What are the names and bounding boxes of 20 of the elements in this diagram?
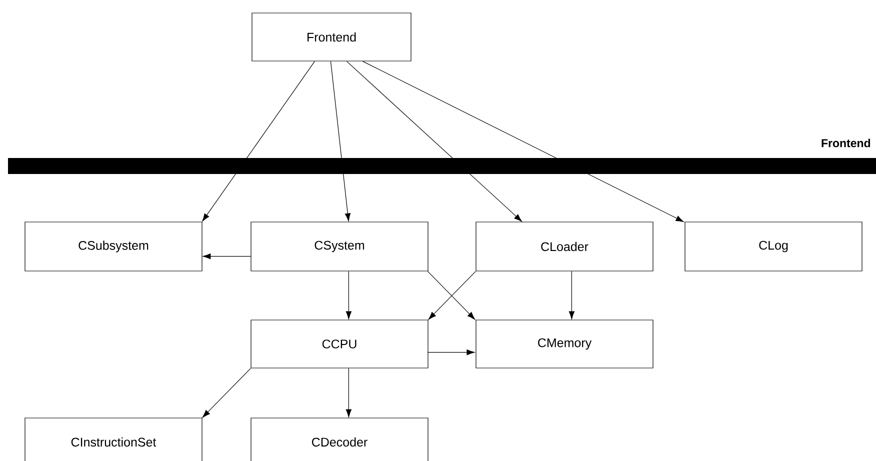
arrow	[202, 368, 251, 418]
class-box: CMemory	[476, 320, 654, 368]
arrow	[568, 271, 575, 320]
layer-label: Frontend	[822, 138, 870, 148]
arrow	[330, 61, 351, 222]
class-box: CSystem	[250, 222, 428, 272]
class-box: CLog	[684, 222, 862, 272]
arrow	[427, 350, 475, 356]
class-box: CCPU	[250, 320, 428, 368]
arrow	[202, 61, 315, 222]
arrow	[362, 61, 684, 222]
class-box: CSubsystem	[24, 222, 202, 272]
arrow	[346, 271, 352, 320]
class-box: CDecoder	[250, 418, 428, 461]
arrow	[346, 368, 352, 418]
class-box: CLoader	[476, 222, 654, 272]
arrow	[346, 61, 522, 222]
arrow	[202, 254, 251, 260]
class-box: CInstructionSet	[24, 418, 202, 461]
class-box: Frontend	[252, 12, 412, 62]
